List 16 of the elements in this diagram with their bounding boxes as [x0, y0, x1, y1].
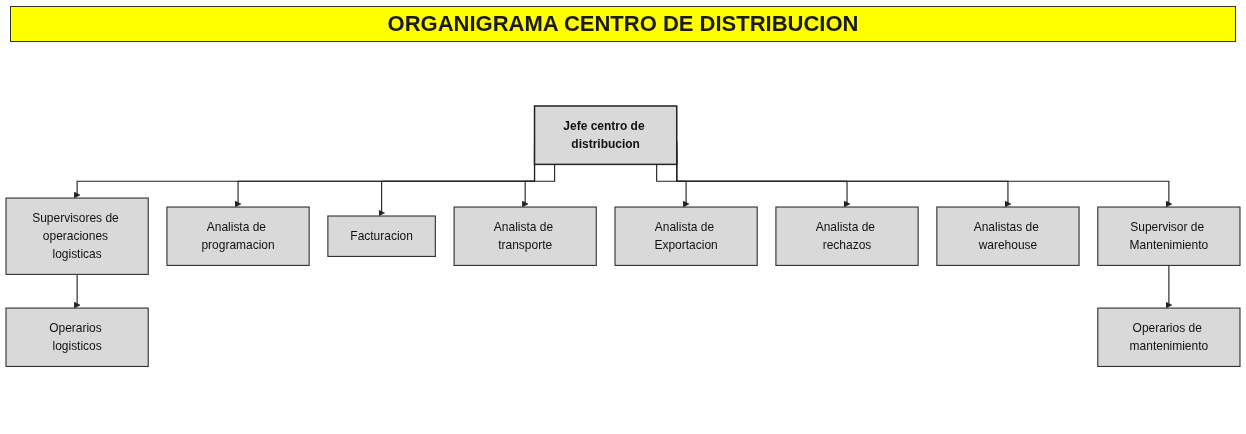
node-box: Facturacion: [327, 215, 436, 257]
node-box: Supervisores de operaciones logisticas: [5, 197, 149, 275]
node-box: Operarios logisticos: [5, 307, 149, 367]
node-box: Analista de Exportacion: [614, 206, 758, 266]
arrow: [1165, 264, 1173, 309]
node-box: Supervisor de Mantenimiento: [1097, 206, 1241, 266]
arrow: [73, 273, 81, 309]
node-box: Operarios de mantenimiento: [1097, 307, 1241, 367]
node-box: Analista de transporte: [453, 206, 597, 266]
arrow: [521, 163, 556, 208]
arrow: [656, 163, 690, 208]
node-box: Jefe centro de distribucion: [533, 105, 678, 165]
title-banner: ORGANIGRAMA CENTRO DE DISTRIBUCION: [10, 6, 1236, 42]
node-box: Analista de rechazos: [775, 206, 919, 266]
node-box: Analistas de warehouse: [936, 206, 1080, 266]
node-box: Analista de programacion: [166, 206, 310, 266]
